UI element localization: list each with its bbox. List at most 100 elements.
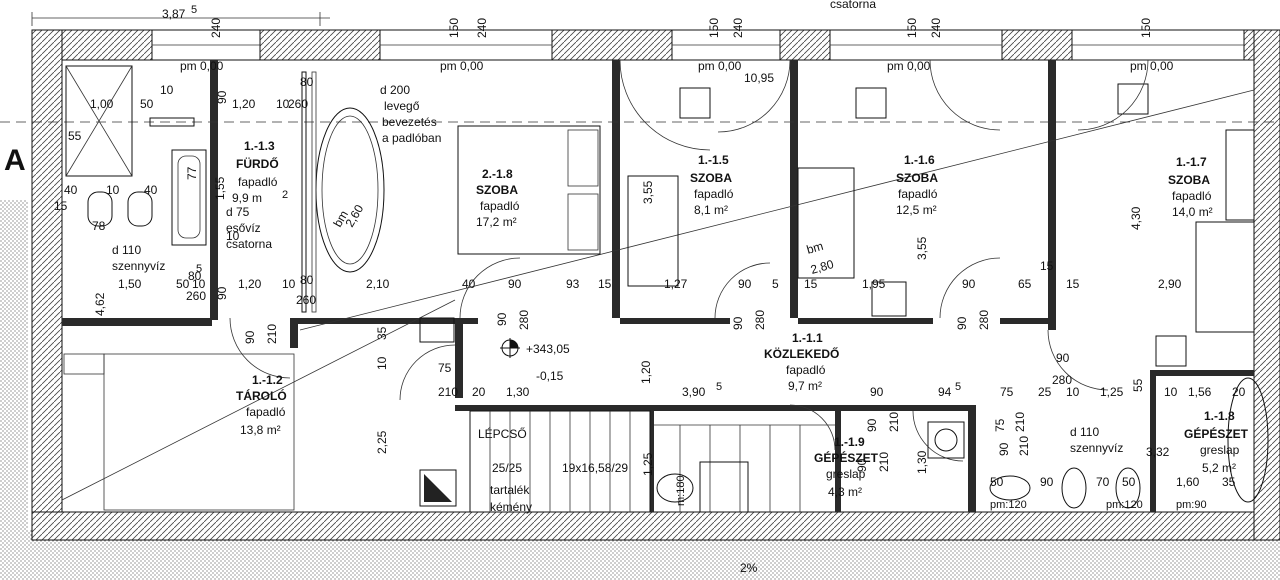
svg-text:SZOBA: SZOBA [896, 171, 938, 185]
svg-text:10: 10 [375, 356, 389, 370]
svg-text:90: 90 [215, 90, 229, 104]
svg-text:65: 65 [1018, 277, 1032, 291]
svg-text:kémény: kémény [490, 500, 532, 514]
svg-text:2,25: 2,25 [375, 430, 389, 454]
svg-text:bm: bm [805, 239, 825, 257]
svg-text:SZOBA: SZOBA [1168, 173, 1210, 187]
svg-text:20: 20 [472, 385, 486, 399]
svg-text:15: 15 [598, 277, 612, 291]
svg-text:94: 94 [938, 385, 952, 399]
svg-text:1.-1.5: 1.-1.5 [698, 153, 729, 167]
pm-1: pm 0,00 [180, 59, 224, 73]
svg-text:78: 78 [92, 219, 106, 233]
svg-text:40: 40 [64, 183, 78, 197]
outer-walls [31, 29, 1280, 541]
svg-text:90: 90 [865, 418, 879, 432]
svg-text:50: 50 [990, 475, 1004, 489]
room-1-1-7: 1.-1.7 SZOBA fapadló 14,0 m² [1168, 155, 1213, 219]
svg-text:210: 210 [1017, 436, 1031, 456]
svg-text:1,20: 1,20 [238, 277, 262, 291]
desk-1-6 [797, 167, 855, 279]
svg-text:75: 75 [993, 418, 1007, 432]
svg-text:d 200: d 200 [380, 83, 410, 97]
svg-text:1,60: 1,60 [1176, 475, 1200, 489]
svg-text:m:180: m:180 [675, 475, 687, 506]
svg-text:fapadló: fapadló [238, 175, 278, 189]
svg-text:2,10: 2,10 [366, 277, 390, 291]
svg-text:fapadló: fapadló [480, 199, 520, 213]
svg-text:10: 10 [160, 83, 174, 97]
svg-text:90: 90 [1040, 475, 1054, 489]
pm-4: pm 0,00 [887, 59, 931, 73]
svg-text:csatorna: csatorna [226, 237, 272, 251]
svg-text:fapadló: fapadló [694, 187, 734, 201]
svg-text:+343,05: +343,05 [526, 342, 570, 356]
svg-text:1.-1.8: 1.-1.8 [1204, 409, 1235, 423]
svg-text:40: 40 [462, 277, 476, 291]
svg-text:280: 280 [753, 310, 767, 330]
svg-text:35: 35 [1222, 475, 1236, 489]
svg-text:1,30: 1,30 [506, 385, 530, 399]
svg-text:3,55: 3,55 [915, 236, 929, 260]
slope-line-1 [61, 299, 456, 501]
svg-text:2,80: 2,80 [809, 257, 836, 277]
svg-text:greslap: greslap [1200, 443, 1240, 457]
room-1-1-9: 1.-1.9 GÉPÉSZET greslap 4,3 m² [814, 435, 879, 499]
room-1-1-1: 1.-1.1 KÖZLEKEDŐ fapadló 9,7 m² [764, 331, 839, 393]
svg-text:50: 50 [176, 277, 190, 291]
svg-text:pm:120: pm:120 [1106, 499, 1143, 511]
svg-text:10: 10 [276, 97, 290, 111]
svg-text:25/25: 25/25 [492, 461, 522, 475]
room-1-1-3: 1.-1.3 FÜRDŐ fapadló 9,9 m 2 [232, 139, 288, 205]
svg-text:15: 15 [804, 277, 818, 291]
interior-walls [62, 60, 1254, 512]
svg-text:1,20: 1,20 [232, 97, 256, 111]
room-1-1-8: 1.-1.8 GÉPÉSZET greslap 5,2 m² [1184, 409, 1249, 475]
pm-3: pm 0,00 [698, 59, 742, 73]
dim-top-1: 3,87 [162, 7, 186, 21]
svg-text:25: 25 [1038, 385, 1052, 399]
svg-text:90: 90 [215, 286, 229, 300]
svg-text:4,30: 4,30 [1129, 206, 1143, 230]
svg-text:90: 90 [243, 330, 257, 344]
svg-text:260: 260 [288, 97, 308, 111]
svg-text:fapadló: fapadló [786, 363, 826, 377]
svg-text:19x16,58/29: 19x16,58/29 [562, 461, 628, 475]
svg-text:5: 5 [955, 381, 961, 393]
svg-text:13,8 m²: 13,8 m² [240, 423, 281, 437]
chimney-fill [424, 474, 452, 502]
svg-text:15: 15 [1066, 277, 1080, 291]
svg-text:55: 55 [68, 129, 82, 143]
svg-text:12,5 m²: 12,5 m² [896, 203, 937, 217]
dimension-labels: 1,00 50 10 90 1,20 10 260 80 55 1,55 40 … [54, 71, 1246, 511]
staircase [469, 410, 835, 513]
svg-text:1.-1.3: 1.-1.3 [244, 139, 275, 153]
svg-text:d 110: d 110 [1070, 425, 1099, 439]
svg-text:15: 15 [54, 199, 68, 213]
svg-text:1,00: 1,00 [90, 97, 114, 111]
svg-text:80: 80 [300, 273, 314, 287]
svg-text:TÁROLÓ: TÁROLÓ [236, 388, 287, 403]
left-ground [0, 200, 28, 530]
svg-text:10: 10 [106, 183, 120, 197]
svg-text:90: 90 [495, 312, 509, 326]
svg-text:17,2 m²: 17,2 m² [476, 215, 517, 229]
svg-text:9,9 m: 9,9 m [232, 191, 262, 205]
svg-text:5: 5 [196, 263, 202, 275]
svg-text:d 75: d 75 [226, 205, 250, 219]
svg-text:10: 10 [282, 277, 296, 291]
svg-text:GÉPÉSZET: GÉPÉSZET [814, 450, 879, 465]
svg-text:esővíz: esővíz [226, 221, 261, 235]
svg-text:1,25: 1,25 [641, 452, 655, 476]
svg-text:210: 210 [438, 385, 458, 399]
room-1-1-6: 1.-1.6 SZOBA fapadló 12,5 m² [896, 153, 938, 217]
svg-text:1.-1.7: 1.-1.7 [1176, 155, 1207, 169]
svg-text:1.-1.1: 1.-1.1 [792, 331, 823, 345]
svg-text:75: 75 [438, 361, 452, 375]
dim-top-sup: 5 [191, 4, 197, 16]
svg-text:1,27: 1,27 [664, 277, 688, 291]
svg-text:1.-1.6: 1.-1.6 [904, 153, 935, 167]
svg-text:90: 90 [508, 277, 522, 291]
svg-text:90: 90 [962, 277, 976, 291]
